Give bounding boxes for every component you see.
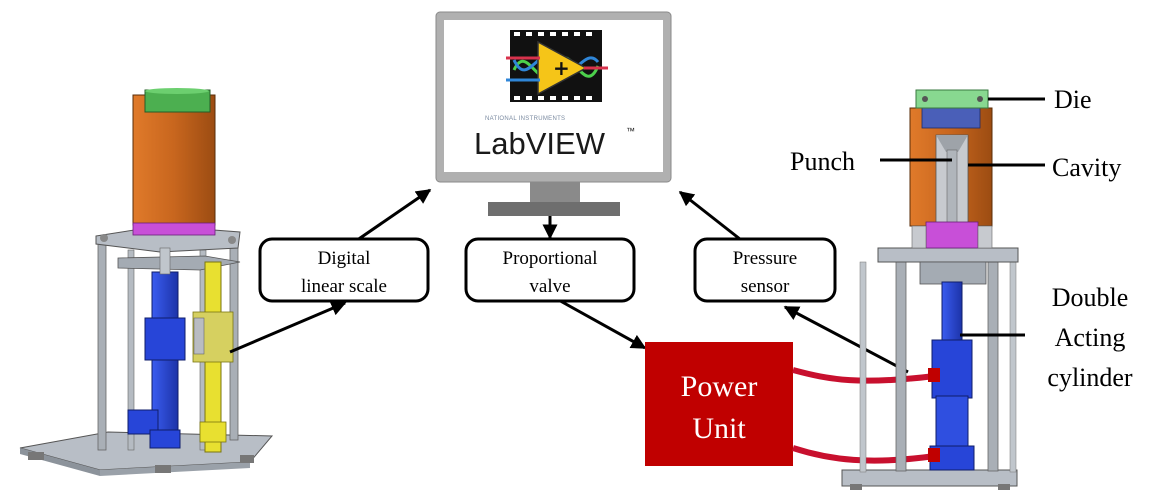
- arrow-machine-to-sensor: [783, 305, 909, 374]
- label-punch: Punch: [790, 147, 855, 176]
- label-cavity: Cavity: [1052, 153, 1121, 182]
- box-valve-line1: Proportional: [503, 248, 598, 269]
- box-scale-line1: Digital: [318, 248, 371, 269]
- label-cylinder-line2: Acting: [1055, 323, 1126, 352]
- label-cylinder-line3: cylinder: [1047, 363, 1133, 392]
- logo-tm: ™: [626, 126, 635, 136]
- right-press-machine: [841, 89, 1019, 490]
- hose-upper: [792, 367, 936, 384]
- label-die: Die: [1054, 85, 1092, 114]
- label-cylinder-line1: Double: [1052, 283, 1129, 312]
- plus-icon: +: [553, 56, 570, 80]
- labview-logo: + NATIONAL INSTRUMENTS LabVIEW ™: [474, 30, 635, 161]
- box-scale-line2: linear scale: [301, 276, 387, 297]
- callout-lines: [880, 97, 1045, 337]
- amplifier-triangle: [537, 40, 588, 96]
- connection-arrows: [229, 188, 909, 374]
- logo-name: LabVIEW: [474, 126, 606, 161]
- logo-brand: NATIONAL INSTRUMENTS: [485, 116, 565, 122]
- arrow-sensor-to-monitor: [678, 190, 746, 245]
- left-press-machine: [19, 88, 274, 476]
- box-sensor-line2: sensor: [741, 276, 790, 297]
- box-valve-line2: valve: [529, 276, 570, 297]
- hydraulic-hoses: [792, 367, 936, 464]
- box-pressure-sensor: Pressure sensor: [693, 237, 837, 303]
- power-unit-line1: Power: [681, 370, 758, 403]
- power-unit: Power Unit: [645, 342, 793, 466]
- box-sensor-line1: Pressure: [733, 248, 797, 269]
- film-perforations: [514, 32, 592, 100]
- box-proportional-valve: Proportional valve: [464, 237, 636, 303]
- power-unit-line2: Unit: [692, 412, 746, 445]
- arrow-valve-to-power-unit: [554, 296, 647, 350]
- hose-lower: [792, 445, 936, 464]
- box-digital-linear-scale: Digital linear scale: [258, 237, 430, 303]
- arrow-scale-to-monitor: [349, 188, 432, 247]
- arrow-cylinder-to-scale: [229, 301, 347, 354]
